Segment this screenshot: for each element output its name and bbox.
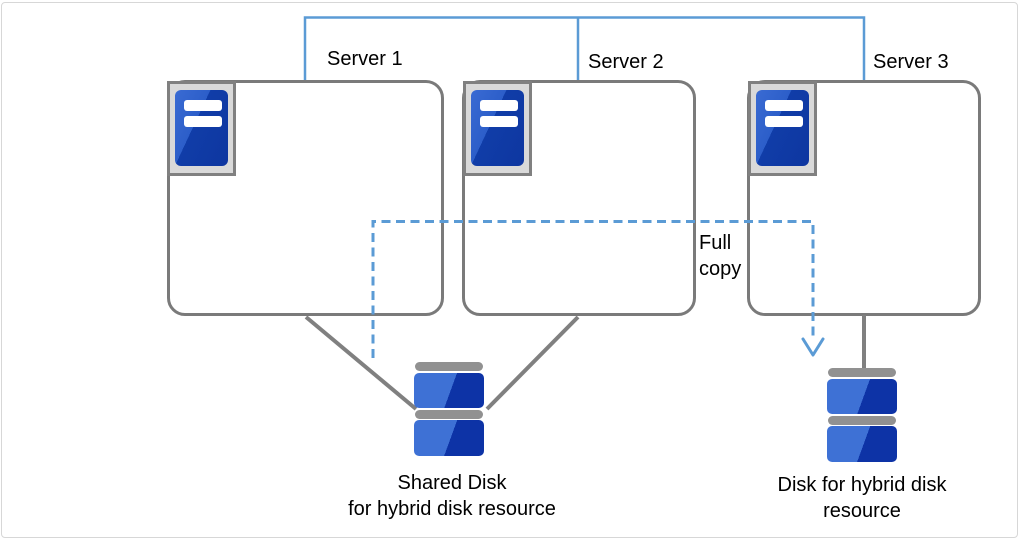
server2-tower-icon (463, 81, 532, 176)
down-arrow-icon (801, 337, 825, 357)
disk-cap (415, 362, 483, 371)
server1-label: Server 1 (327, 48, 403, 70)
server-slot-bar (184, 116, 222, 127)
shared-disk-icon (414, 361, 484, 457)
server-icon-body (756, 90, 809, 166)
disk-cap (415, 410, 483, 419)
server-slot-bar (480, 100, 518, 111)
shared-disk-caption: Shared Disk for hybrid disk resource (327, 470, 577, 522)
hybrid-disk-icon (827, 367, 897, 463)
server1-box (167, 80, 444, 316)
full-copy-dashed-path (371, 220, 815, 358)
server1-tower-icon (167, 81, 236, 176)
disk-platter (414, 373, 484, 408)
server-slot-bar (765, 116, 803, 127)
disk-platter (827, 379, 897, 414)
hybrid-disk-caption-line2: resource (823, 500, 901, 522)
server-slot-bar (765, 100, 803, 111)
hybrid-disk-caption-line1: Disk for hybrid disk (777, 474, 947, 496)
server2-shared-disk-connector (485, 315, 580, 411)
server1-shared-disk-connector (304, 315, 418, 411)
server2-label: Server 2 (588, 51, 664, 73)
disk-cap (828, 416, 896, 425)
hybrid-disk-caption: Disk for hybrid disk resource (737, 472, 987, 524)
interconnect-line (303, 16, 866, 80)
shared-disk-caption-line2: for hybrid disk resource (348, 498, 556, 520)
server-slot-bar (184, 100, 222, 111)
server3-tower-icon (748, 81, 817, 176)
server-icon-body (471, 90, 524, 166)
disk-cap (828, 368, 896, 377)
full-copy-label: Full copy (699, 232, 742, 280)
server-icon-body (175, 90, 228, 166)
disk-platter (827, 426, 897, 462)
disk-platter (414, 420, 484, 456)
server-slot-bar (480, 116, 518, 127)
shared-disk-caption-line1: Shared Disk (397, 472, 507, 494)
server3-label: Server 3 (873, 51, 949, 73)
